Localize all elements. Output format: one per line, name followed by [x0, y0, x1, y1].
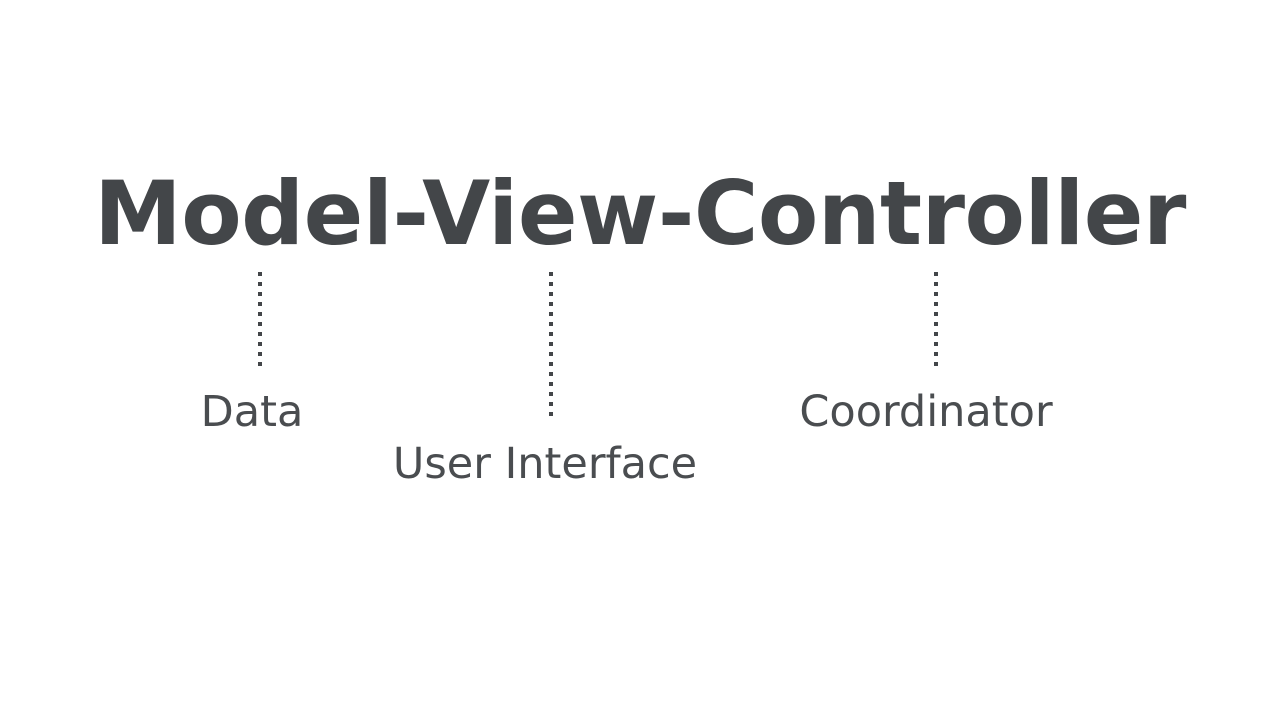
dotted-connector-controller: [934, 272, 938, 366]
dotted-connector-view: [549, 272, 553, 418]
dotted-connector-model: [258, 272, 262, 366]
component-label-controller: Coordinator: [799, 387, 1053, 437]
component-label-model: Data: [200, 387, 304, 437]
page-title: Model-View-Controller: [94, 162, 1186, 265]
component-label-view: User Interface: [392, 439, 698, 489]
